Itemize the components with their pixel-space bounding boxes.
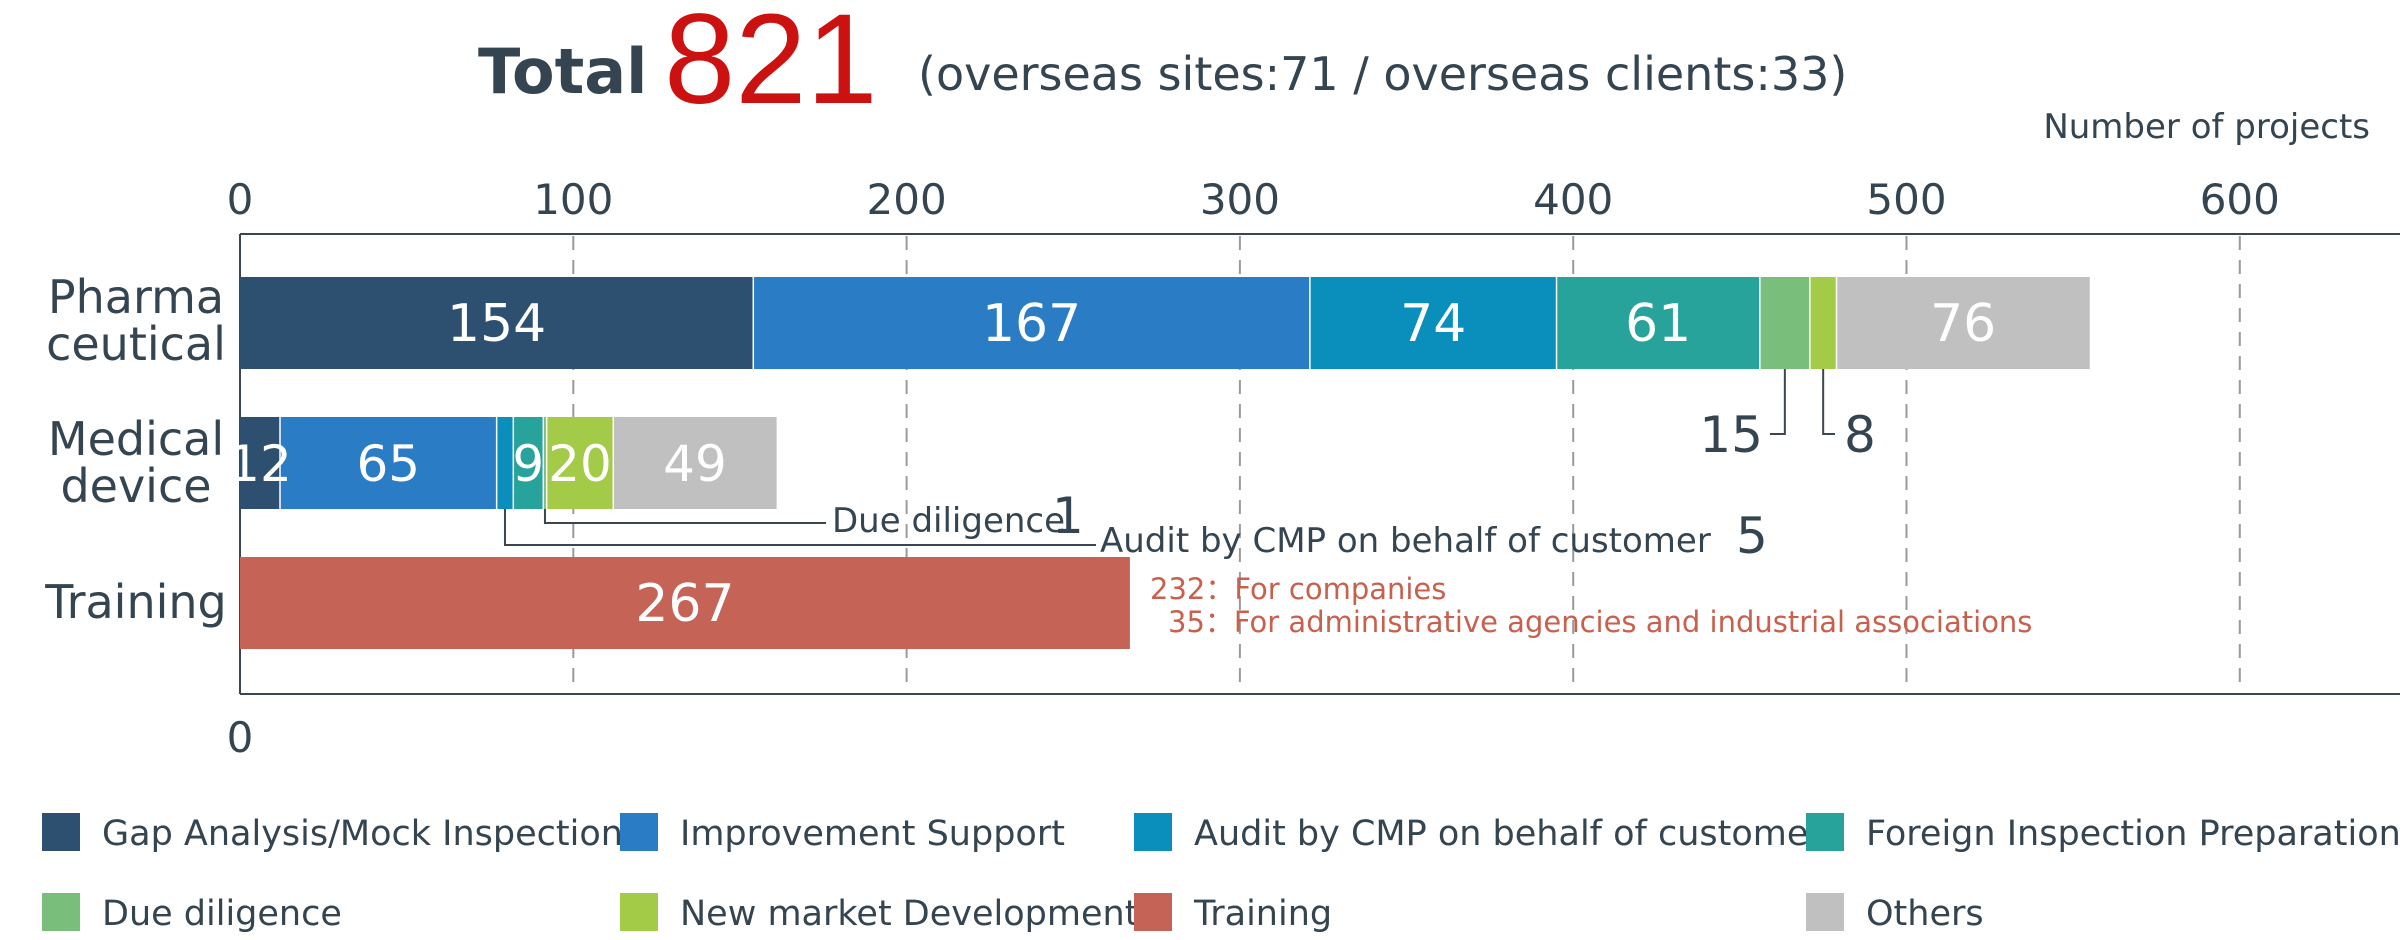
category-label: Medical xyxy=(48,412,224,466)
legend-label: Foreign Inspection Preparation xyxy=(1866,814,2400,854)
legend-label: Improvement Support xyxy=(680,814,1065,854)
legend-swatch xyxy=(620,893,658,931)
legend-swatch xyxy=(42,893,80,931)
callout-leader-due-diligence-pharma xyxy=(1770,369,1786,435)
bar-segment xyxy=(1836,277,2090,369)
bar-value-label: 267 xyxy=(635,574,734,634)
x-tick-label-bottom: 0 xyxy=(227,713,254,762)
bar-segment xyxy=(1809,277,1837,369)
bar-segment xyxy=(546,417,614,509)
bar-segment xyxy=(240,557,1130,649)
x-tick-label: 400 xyxy=(1533,175,1613,224)
x-tick-label: 200 xyxy=(867,175,947,224)
training-note: 35：For administrative agencies and indus… xyxy=(1168,605,2032,639)
callout-leader-due-diligence-medical xyxy=(543,509,826,524)
legend-layer: Gap Analysis/Mock Inspection Improvement … xyxy=(42,813,2400,934)
bar-segment xyxy=(543,417,547,509)
legend-label: Due diligence xyxy=(102,894,342,934)
callout-text: Audit by CMP on behalf of customer xyxy=(1100,521,1711,561)
bar-value-label: 9 xyxy=(512,435,544,493)
unit-label: Number of projects xyxy=(2043,107,2370,147)
category-label: device xyxy=(60,459,211,513)
legend-label: New market Development xyxy=(680,894,1138,934)
bar-segment xyxy=(1556,277,1760,369)
title-total-label: Total xyxy=(478,35,647,108)
bar-value-label: 49 xyxy=(663,435,727,493)
bar-value-label: 61 xyxy=(1625,294,1691,354)
callout-value: 15 xyxy=(1699,406,1763,464)
bar-segment xyxy=(240,277,754,369)
bar-segment xyxy=(1309,277,1557,369)
bar-segment xyxy=(279,417,497,509)
legend-swatch xyxy=(1134,813,1172,851)
legend-swatch xyxy=(1806,813,1844,851)
x-tick-label: 0 xyxy=(227,175,254,224)
bar-value-label: 154 xyxy=(447,294,546,354)
bar-segment xyxy=(496,417,514,509)
category-label: ceutical xyxy=(46,317,226,371)
x-tick-label: 500 xyxy=(1866,175,1946,224)
legend-label: Training xyxy=(1193,894,1332,934)
legend-label: Audit by CMP on behalf of customer xyxy=(1194,814,1823,854)
callout-text: Due diligence xyxy=(832,501,1065,541)
legend-label: Others xyxy=(1866,894,1984,934)
bar-segment xyxy=(513,417,544,509)
bar-segment xyxy=(753,277,1310,369)
bar-layer xyxy=(240,277,2090,649)
x-tick-label: 300 xyxy=(1200,175,1280,224)
bar-value-label: 20 xyxy=(548,435,612,493)
bar-segment xyxy=(613,417,777,509)
bar-value-label: 74 xyxy=(1400,294,1466,354)
axis-layer: 0 100 200 300 400 500 600 0 xyxy=(227,175,2400,762)
callout-leader-new-market-pharma xyxy=(1822,369,1835,435)
callout-leader-audit-medical xyxy=(503,509,1096,546)
bar-value-label: 65 xyxy=(357,435,421,493)
bar-value-label: 167 xyxy=(982,294,1081,354)
legend-swatch xyxy=(1806,893,1844,931)
legend-swatch xyxy=(1134,893,1172,931)
legend-swatch xyxy=(42,813,80,851)
legend-label: Gap Analysis/Mock Inspection xyxy=(102,814,623,854)
bar-value-label: 76 xyxy=(1930,294,1996,354)
callout-value: 5 xyxy=(1736,507,1768,565)
x-tick-label: 100 xyxy=(533,175,613,224)
category-label: Training xyxy=(44,575,227,629)
title-total-value: 821 xyxy=(664,0,878,131)
bar-segment xyxy=(240,417,280,509)
training-note: 232：For companies xyxy=(1150,572,1446,606)
legend-swatch xyxy=(620,813,658,851)
title-subtitle: (overseas sites:71 / overseas clients:33… xyxy=(918,47,1847,101)
bar-segment xyxy=(1759,277,1810,369)
bar-value-label: 12 xyxy=(228,435,292,493)
callout-value: 8 xyxy=(1844,406,1876,464)
callout-value: 1 xyxy=(1052,487,1084,545)
category-label: Pharma xyxy=(48,270,224,324)
x-tick-label: 600 xyxy=(2200,175,2280,224)
